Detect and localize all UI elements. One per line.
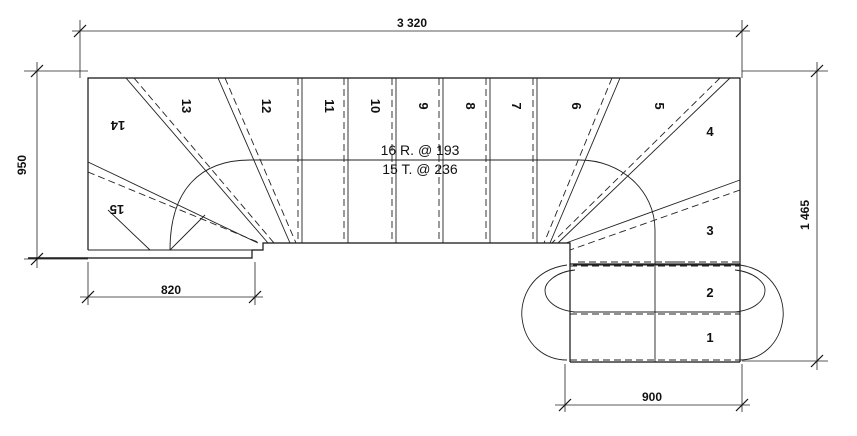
dimension-bottom-left-label: 820 [161,283,181,297]
step-number-10: 10 [368,99,383,113]
step-number-1: 1 [706,330,713,345]
stair-note: 16 R. @ 193 15 T. @ 236 [381,142,460,177]
dimension-bottom-right: 900 [555,364,750,412]
dimension-left-depth-label: 950 [15,155,29,175]
step-number-4: 4 [706,124,714,139]
step-number-8: 8 [463,102,478,109]
step-number-9: 9 [416,102,431,109]
step-number-11: 11 [322,99,337,113]
dimension-total-width-label: 3 320 [397,16,427,30]
winder-treads-right [543,77,741,265]
dimension-total-width: 3 320 [72,16,750,78]
step-number-7: 7 [509,102,524,109]
step-number-15: 15 [110,202,124,217]
straight-treads [297,78,538,243]
stair-outline [28,77,741,363]
step-number-5: 5 [652,102,667,109]
step-numbers: 1 2 3 4 5 6 7 8 9 10 11 12 13 14 15 [110,99,715,345]
risers-note: 16 R. @ 193 [381,142,460,158]
step-number-6: 6 [569,102,584,109]
dimension-right-depth-label: 1 465 [798,200,812,230]
step-number-2: 2 [706,285,713,300]
treads-note: 15 T. @ 236 [382,161,458,177]
step-number-12: 12 [259,99,274,113]
winder-treads-left [87,77,297,251]
step-number-14: 14 [110,118,125,133]
step-number-3: 3 [706,223,713,238]
dimension-left-depth: 950 [15,62,88,268]
dimension-right-depth: 1 465 [742,62,828,370]
step-number-13: 13 [179,99,194,113]
handrail [169,159,784,362]
dimension-bottom-left: 820 [80,262,263,305]
dimension-bottom-right-label: 900 [642,390,662,404]
